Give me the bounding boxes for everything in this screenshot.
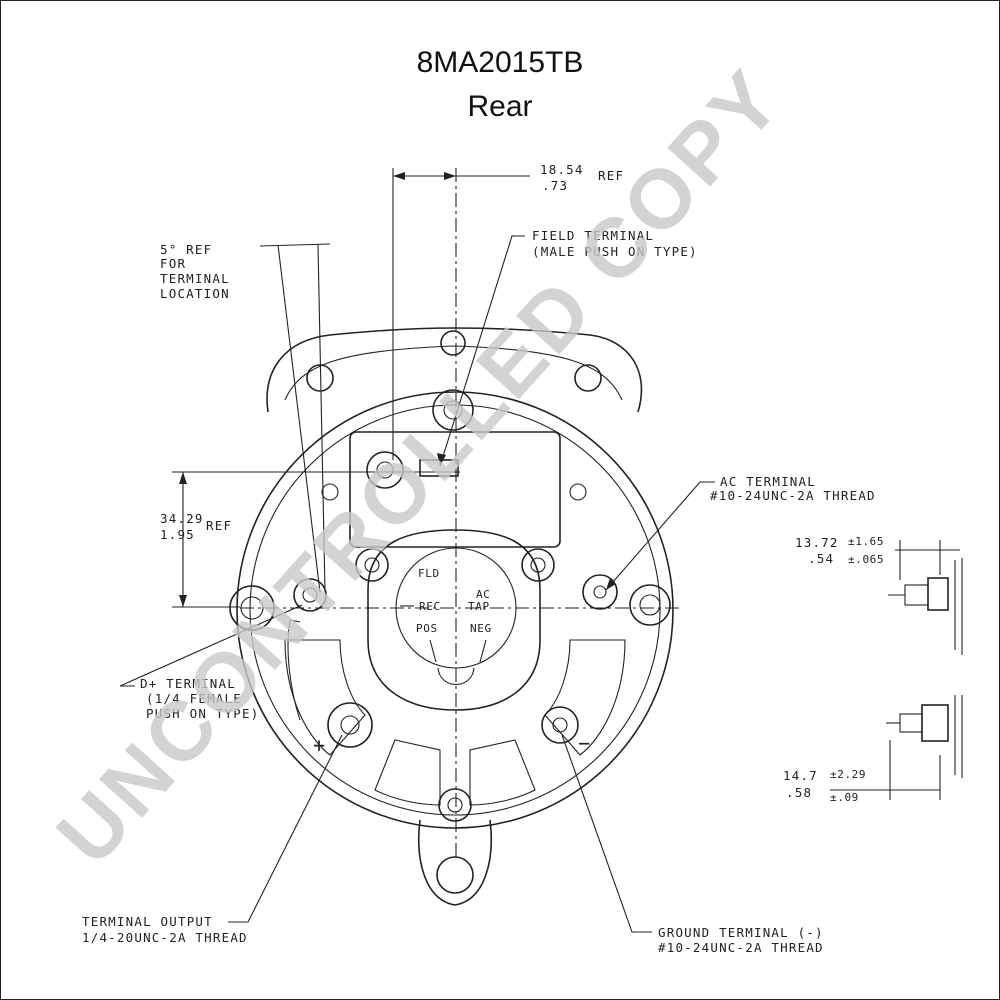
plus-sign: + — [313, 733, 326, 757]
ac-leader — [605, 481, 715, 591]
bottom-lug-hole — [436, 856, 474, 894]
dim-top-mm: 18.54 — [540, 162, 584, 177]
bottom-bolt — [438, 788, 472, 822]
field-leader-arrow — [437, 453, 446, 466]
housing-inner — [249, 404, 661, 816]
mounting-ear — [266, 327, 643, 413]
dim-side-in: 1.95 — [160, 527, 195, 542]
reg-screw-right — [569, 483, 587, 501]
dim-side-arrow-bottom — [179, 595, 187, 607]
ground-label-1: GROUND TERMINAL (-) — [658, 925, 824, 940]
output-terminal-in — [340, 715, 360, 735]
dim-top-in: .73 — [542, 178, 568, 193]
reg-tap: TAP — [468, 600, 490, 613]
angle-label-3: TERMINAL — [160, 271, 230, 286]
rectifier-bolt-right — [521, 548, 555, 582]
field-terminal-post-inner — [376, 461, 394, 479]
rectifier-bolt-left-in — [364, 557, 380, 573]
dim-top-arrow-right — [444, 172, 456, 180]
output-label-2: 1/4-20UNC-2A THREAD — [82, 930, 248, 945]
ac-label-2: #10-24UNC-2A THREAD — [710, 488, 876, 503]
bottom-bolt-in — [447, 797, 463, 813]
field-leader — [439, 235, 525, 467]
bottom-lug — [417, 819, 493, 906]
dim1-tol-in: ±.065 — [848, 553, 884, 566]
d-plus-label-3: PUSH ON TYPE) — [146, 706, 259, 721]
ac-leader-arrow — [606, 578, 616, 590]
dim1-in: .54 — [808, 551, 834, 566]
dim2-tol-in: ±.09 — [830, 791, 859, 804]
right-lug-hole — [639, 594, 661, 616]
dim-top-arrow-left — [393, 172, 405, 180]
cooling-slots — [284, 619, 626, 806]
dim1-tol-mm: ±1.65 — [848, 535, 884, 548]
dim-side-ref: REF — [206, 518, 232, 533]
uncontrolled-copy-watermark: UNCONTROLLED COPY — [39, 51, 801, 882]
angle-line-b — [317, 244, 326, 593]
dim2-tol-mm: ±2.29 — [830, 768, 866, 781]
side-detail-top — [888, 558, 963, 655]
side-detail-bottom — [886, 695, 963, 778]
dim-side-mm: 34.29 — [160, 511, 204, 526]
field-label-2: (MALE PUSH ON TYPE) — [532, 244, 698, 259]
housing-outer — [236, 391, 674, 829]
top-boss — [432, 389, 474, 431]
minus-sign: − — [578, 731, 591, 755]
ac-terminal-post — [582, 574, 618, 610]
output-terminal — [327, 702, 373, 748]
ground-terminal — [541, 706, 579, 744]
right-lug — [629, 584, 671, 626]
d-plus-label-1: D+ TERMINAL — [140, 676, 236, 691]
dim-top-ref: REF — [598, 168, 624, 183]
d-plus-post-in — [302, 587, 318, 603]
reg-neg-arrow — [479, 639, 487, 663]
model-title: 8MA2015TB — [416, 46, 584, 79]
reg-fld: FLD — [418, 567, 440, 580]
center-panel — [367, 529, 541, 711]
reg-screw-left — [321, 483, 339, 501]
ground-leader — [561, 734, 652, 933]
angle-arc — [259, 243, 331, 247]
output-leader — [228, 734, 343, 923]
ear-hole-center — [440, 330, 466, 356]
ground-label-2: #10-24UNC-2A THREAD — [658, 940, 824, 955]
field-terminal-post — [366, 451, 404, 489]
field-label-1: FIELD TERMINAL — [532, 228, 654, 243]
view-subtitle: Rear — [467, 90, 533, 123]
reg-rec: REC — [419, 600, 441, 613]
dim2-in: .58 — [786, 785, 812, 800]
regulator-box — [349, 431, 561, 548]
angle-label-2: FOR — [160, 256, 186, 271]
ac-terminal-post-in — [593, 585, 607, 599]
reg-neg: NEG — [470, 622, 492, 635]
dim2-mm: 14.7 — [783, 768, 818, 783]
reg-pos: POS — [416, 622, 438, 635]
dim-side-arrow-top — [179, 472, 187, 484]
reg-pos-arrow — [429, 639, 437, 663]
ear-hole-right — [574, 364, 602, 392]
angle-line-a — [277, 244, 321, 593]
d-plus-post — [293, 578, 327, 612]
output-label-1: TERMINAL OUTPUT — [82, 914, 213, 929]
reg-ac: AC — [476, 588, 490, 601]
ground-terminal-in — [552, 717, 568, 733]
center-notch — [437, 667, 475, 685]
dim1-mm: 13.72 — [795, 535, 839, 550]
top-boss-hole — [443, 400, 463, 420]
rectifier-bolt-left — [355, 548, 389, 582]
d-plus-label-2: (1/4 FEMALE — [146, 691, 242, 706]
angle-label-4: LOCATION — [160, 286, 230, 301]
ac-label-1: AC TERMINAL — [720, 474, 816, 489]
angle-label-1: 5° REF — [160, 242, 212, 257]
d-plus-leader — [119, 604, 303, 687]
